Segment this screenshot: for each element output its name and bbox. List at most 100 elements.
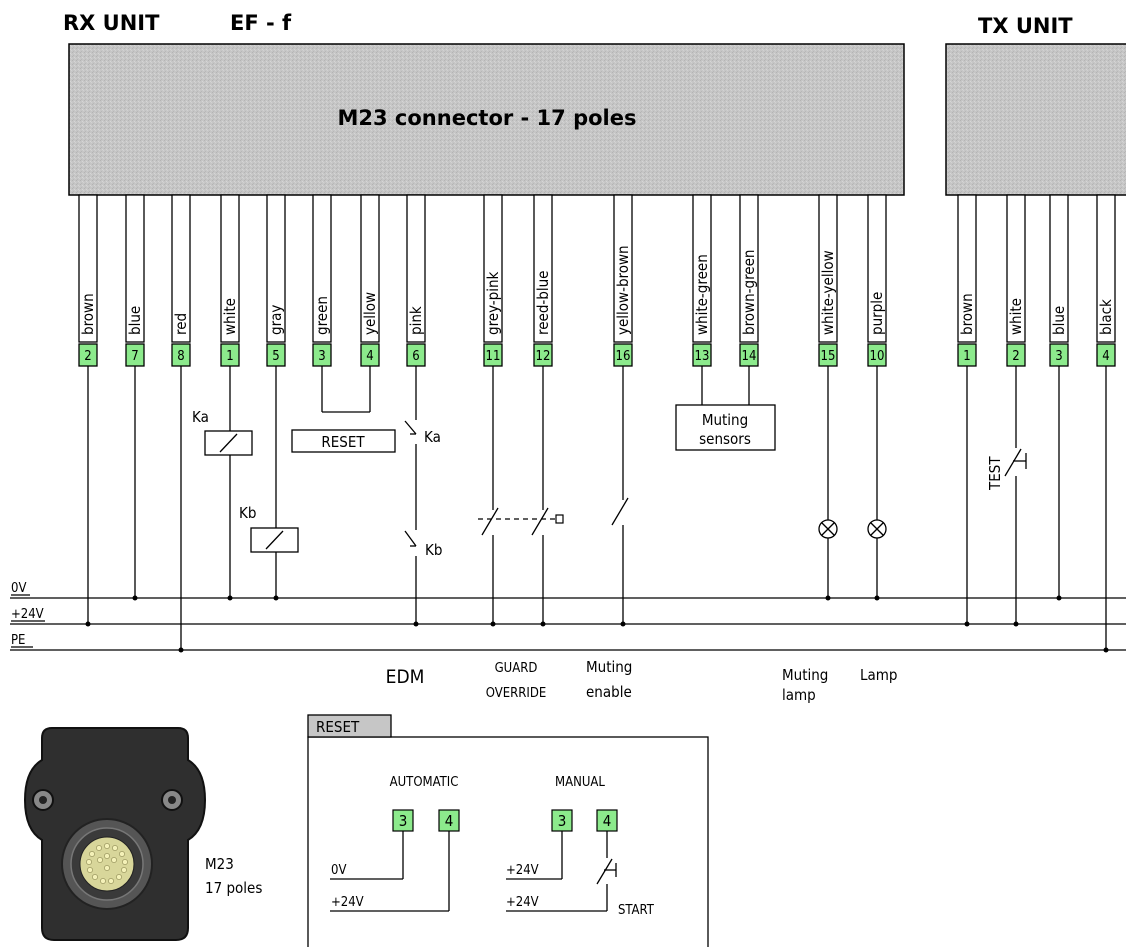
- muting-sensors-label-2: sensors: [699, 430, 751, 448]
- test-switch: TEST: [986, 371, 1027, 624]
- guard-override-label-1: GUARD: [495, 661, 538, 676]
- rx-pin-number: 3: [318, 349, 325, 364]
- edm-label: EDM: [386, 666, 425, 688]
- muting-enable-switch: [611, 371, 629, 624]
- manual-label: MANUAL: [555, 775, 605, 790]
- tx-wire-label: white: [1007, 298, 1025, 335]
- tx-wire-label: blue: [1050, 306, 1068, 335]
- rx-wire-label: blue: [126, 306, 144, 335]
- power-rails: 0V +24V PE: [10, 581, 1126, 651]
- tx-pin-number: 1: [963, 349, 970, 364]
- rx-wire-label: reed-blue: [534, 271, 552, 335]
- rx-wire-red: red 8: [171, 194, 191, 653]
- manual-24v-label-1: +24V: [506, 863, 539, 878]
- auto-24v-label: +24V: [331, 895, 364, 910]
- rx-wire-label: brown-green: [740, 250, 758, 335]
- relay-ka-label: Ka: [192, 408, 209, 426]
- edm-contacts: Ka Kb: [404, 371, 442, 624]
- rx-wire-blue: blue 7: [125, 194, 145, 601]
- rx-unit-title: RX UNIT: [63, 11, 160, 35]
- rail-24v-label: +24V: [11, 607, 44, 622]
- test-label: TEST: [986, 456, 1004, 491]
- lamp-label: Lamp: [860, 666, 898, 684]
- rail-0v-label: 0V: [11, 581, 26, 596]
- start-label: START: [618, 903, 655, 918]
- rx-pin-number: 16: [616, 349, 631, 364]
- rx-wire-label: yellow: [361, 292, 379, 335]
- m23-connector-image: [23, 727, 207, 941]
- rx-wire-label: gray: [267, 305, 285, 335]
- rx-pin-number: 13: [695, 349, 710, 364]
- rx-pin-number: 4: [366, 349, 373, 364]
- tx-wire-label: black: [1097, 299, 1115, 335]
- rx-pin-number: 11: [486, 349, 501, 364]
- relay-kb-label: Kb: [239, 504, 256, 522]
- automatic-label: AUTOMATIC: [390, 775, 459, 790]
- rx-wire-white-green: white-green 13: [692, 194, 712, 371]
- rx-pin-number: 10: [870, 349, 885, 364]
- reset-component-label: RESET: [321, 433, 365, 451]
- rx-wire-label: purple: [868, 292, 886, 335]
- relay-ka: Ka: [192, 408, 253, 456]
- rx-wire-grey-pink: grey-pink 11: [483, 194, 503, 371]
- rx-pin-number: 7: [131, 349, 138, 364]
- model-title: EF - f: [230, 11, 292, 35]
- rx-wire-purple: purple 10: [867, 194, 887, 371]
- muting-enable-label-1: Muting: [586, 658, 632, 676]
- rx-wire-white: white 1: [220, 194, 240, 601]
- tx-pin-number: 4: [1102, 349, 1109, 364]
- rx-pin-number: 14: [742, 349, 757, 364]
- rx-connector-body: [68, 43, 905, 196]
- rx-pin-number: 1: [226, 349, 233, 364]
- rx-wire-label: brown: [79, 293, 97, 335]
- tx-unit-title: TX UNIT: [978, 14, 1073, 38]
- muting-sensors-label-1: Muting: [702, 411, 748, 429]
- muting-lamp-label-2: lamp: [782, 686, 816, 704]
- tx-wire-label: brown: [958, 293, 976, 335]
- rx-wire-label: white-green: [693, 254, 711, 335]
- rx-pin-number: 8: [177, 349, 184, 364]
- guard-override-label-2: OVERRIDE: [486, 686, 546, 701]
- reset-panel: RESET AUTOMATIC MANUAL 3 4 3 4 0V +24V +…: [307, 714, 709, 947]
- rx-wire-yellow: yellow 4: [360, 194, 380, 371]
- rx-wire-label: grey-pink: [484, 271, 502, 335]
- auto-pin-3: 3: [399, 812, 408, 830]
- tx-wire-brown: brown 1: [957, 194, 977, 627]
- rx-pin-number: 5: [272, 349, 279, 364]
- rx-pin-number: 15: [821, 349, 836, 364]
- rx-wire-gray: gray 5: [266, 194, 286, 601]
- rx-wire-brown-green: brown-green 14: [739, 194, 759, 371]
- reset-component: RESET: [291, 371, 396, 453]
- m23-label-2: 17 poles: [205, 879, 262, 897]
- wire-group: brown2blue7red8white1gray5green3yellow4p…: [78, 194, 1116, 653]
- relay-kb: Kb: [239, 504, 299, 553]
- tx-wire-white: white 2: [1006, 194, 1026, 371]
- tx-pin-number: 2: [1012, 349, 1019, 364]
- reset-panel-tab: RESET: [316, 718, 360, 736]
- guard-override-switch: [478, 371, 564, 624]
- m23-label-1: M23: [205, 855, 234, 873]
- rx-wire-label: white: [221, 298, 239, 335]
- rx-wire-pink: pink 6: [406, 194, 426, 371]
- rx-wire-white-yellow: white-yellow 15: [818, 194, 838, 371]
- muting-enable-label-2: enable: [586, 683, 632, 701]
- manual-24v-label-2: +24V: [506, 895, 539, 910]
- manual-pin-4: 4: [603, 812, 612, 830]
- auto-pin-4: 4: [445, 812, 454, 830]
- contact-kb-label: Kb: [425, 541, 442, 559]
- rx-pin-number: 6: [412, 349, 419, 364]
- muting-lamp: [818, 371, 838, 598]
- rx-wire-label: red: [172, 313, 190, 335]
- rx-wire-label: white-yellow: [819, 250, 837, 335]
- rx-wire-green: green 3: [312, 194, 332, 371]
- rx-wire-label: green: [313, 296, 331, 335]
- rail-pe-label: PE: [11, 633, 25, 648]
- lamp: [867, 371, 887, 598]
- rx-wire-label: pink: [407, 306, 425, 335]
- tx-wire-black: black 4: [1096, 194, 1116, 653]
- contact-ka-label: Ka: [424, 428, 441, 446]
- manual-pin-3: 3: [558, 812, 567, 830]
